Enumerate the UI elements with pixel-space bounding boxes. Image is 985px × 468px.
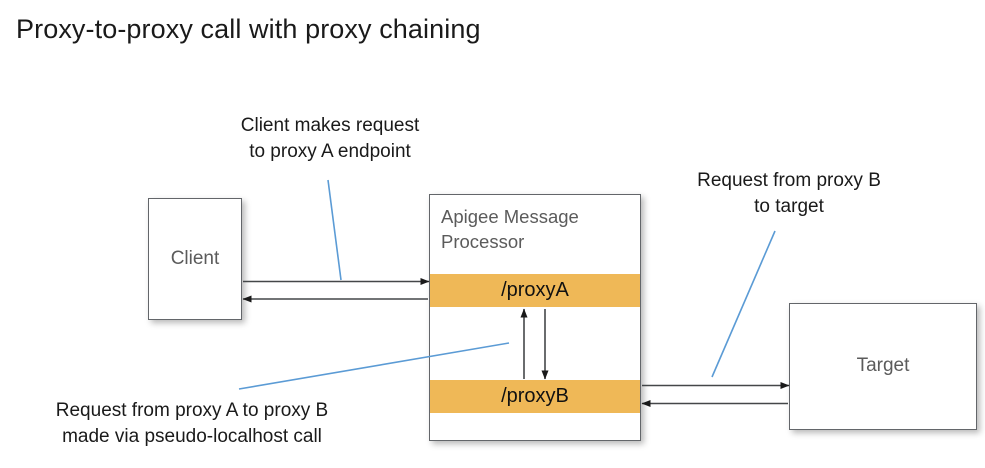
proxy-a-band[interactable]: /proxyA xyxy=(430,274,640,307)
message-processor-title-line2: Processor xyxy=(441,231,525,252)
annotation-chained-request-line1: Request from proxy A to proxy B xyxy=(55,400,329,421)
message-processor-node[interactable]: Apigee Message Processor /proxyA /proxyB xyxy=(429,194,641,441)
annotation-target-request: Request from proxy B to target xyxy=(662,168,916,220)
message-processor-title: Apigee Message Processor xyxy=(441,204,631,254)
leader-line-client-request xyxy=(327,179,342,281)
annotation-chained-request: Request from proxy A to proxy B made via… xyxy=(8,398,376,450)
client-node[interactable]: Client xyxy=(148,198,242,320)
proxy-b-band[interactable]: /proxyB xyxy=(430,380,640,413)
client-node-label: Client xyxy=(170,248,220,269)
target-node-label: Target xyxy=(856,355,910,376)
annotation-client-request-line1: Client makes request xyxy=(240,115,420,136)
annotation-chained-request-line2: made via pseudo-localhost call xyxy=(62,426,322,447)
proxy-b-label: /proxyB xyxy=(501,385,569,407)
annotation-client-request: Client makes request to proxy A endpoint xyxy=(203,113,457,165)
leader-line-target-request xyxy=(711,230,776,378)
annotation-target-request-line2: to target xyxy=(754,196,824,217)
annotation-target-request-line1: Request from proxy B xyxy=(697,170,881,191)
proxy-a-label: /proxyA xyxy=(501,279,569,301)
message-processor-title-line1: Apigee Message xyxy=(441,206,579,227)
target-node[interactable]: Target xyxy=(789,303,977,430)
annotation-client-request-line2: to proxy A endpoint xyxy=(249,141,411,162)
page-title: Proxy-to-proxy call with proxy chaining xyxy=(16,14,481,44)
